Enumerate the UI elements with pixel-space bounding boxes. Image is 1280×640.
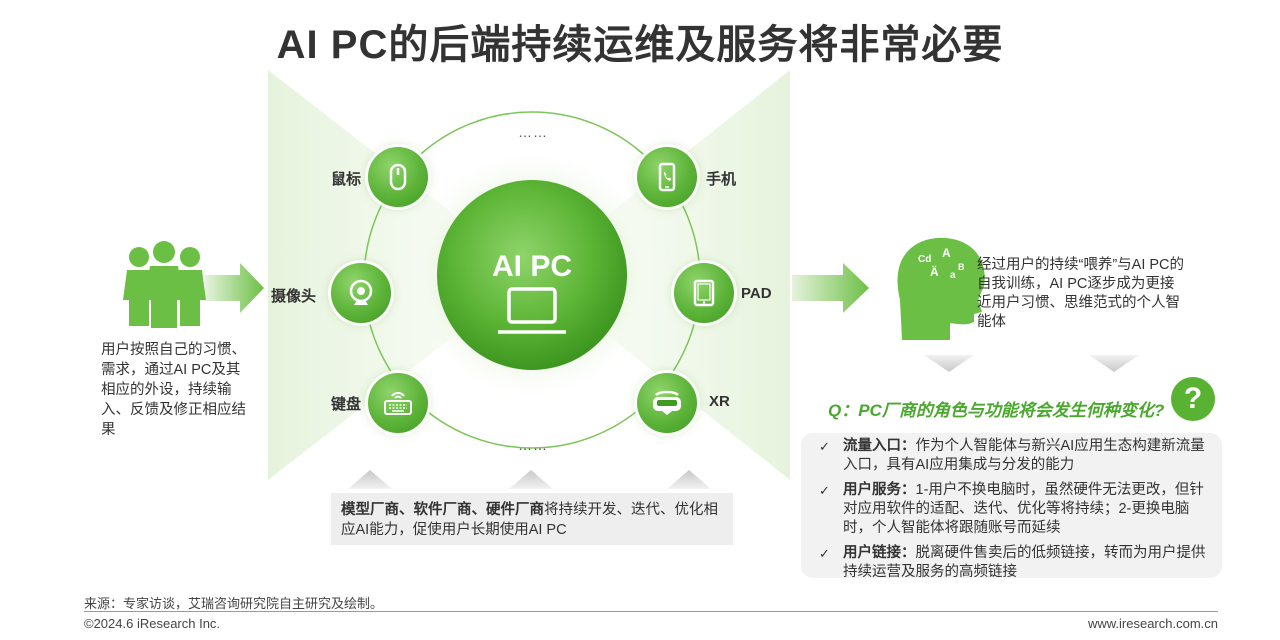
right-arrow xyxy=(792,263,869,313)
up-arrow-1 xyxy=(348,470,392,489)
phone-node xyxy=(637,147,697,207)
mouse-node xyxy=(368,147,428,207)
vendor-box xyxy=(331,493,733,545)
agent-description: 经过用户的持续“喂养”与AI PC的自我训练，AI PC逐步成为更接近用户习惯、… xyxy=(977,257,1185,330)
svg-text:A: A xyxy=(942,246,951,260)
keyboard-icon xyxy=(384,392,412,415)
vendor-rest: 将持续开发、迭代、优化相应AI能力，促使用户长期使用AI PC xyxy=(341,502,718,538)
answer-text: 1-用户不换电脑时，虽然硬件无法更改，但针对应用软件的适配、迭代、优化等将持续；… xyxy=(843,482,1204,536)
svg-text:Ä: Ä xyxy=(930,264,939,279)
mouse-label: 鼠标 xyxy=(331,171,362,188)
up-arrow-2 xyxy=(509,470,553,489)
question-mark-icon: ? xyxy=(1171,377,1215,421)
user-description: 用户按照自己的习惯、需求，通过AI PC及其相应的外设，持续输入、反馈及修正相应… xyxy=(101,342,246,438)
answer-item-traffic: ✓ 流量入口：作为个人智能体与新兴AI应用生态构建新流量入口，具有AI应用集成与… xyxy=(819,437,1209,475)
check-icon: ✓ xyxy=(819,483,830,498)
right-beam xyxy=(532,70,790,480)
answer-item-link: ✓ 用户链接：脱离硬件售卖后的低频链接，转而为用户提供持续运营及服务的高频链接 xyxy=(819,544,1209,582)
webcam-icon xyxy=(349,279,373,305)
svg-text:Cd: Cd xyxy=(918,254,931,265)
keyboard-node xyxy=(368,373,428,433)
answer-title: 用户服务： xyxy=(843,482,916,498)
mouse-icon xyxy=(389,163,407,191)
camera-node xyxy=(331,263,391,323)
pad-node xyxy=(674,263,734,323)
down-arrow-right xyxy=(1089,355,1139,372)
footer-divider xyxy=(84,611,1218,612)
center-label: AI PC xyxy=(491,250,572,283)
answer-title: 用户链接： xyxy=(843,545,916,561)
page-title: AI PC的后端持续运维及服务将非常必要 xyxy=(276,23,1004,67)
up-arrow-3 xyxy=(667,470,711,489)
phone-label: 手机 xyxy=(706,171,737,188)
answer-item-service: ✓ 用户服务：1-用户不换电脑时，虽然硬件无法更改，但针对应用软件的适配、迭代、… xyxy=(819,481,1209,538)
check-icon: ✓ xyxy=(819,546,830,561)
source-note: 来源：专家访谈，艾瑞咨询研究院自主研究及绘制。 xyxy=(84,596,384,611)
left-beam xyxy=(268,70,532,480)
left-arrow xyxy=(205,263,264,313)
keyboard-label: 键盘 xyxy=(331,396,362,413)
smartphone-icon xyxy=(658,162,676,192)
camera-label: 摄像头 xyxy=(271,288,317,305)
question-text: Q：PC厂商的角色与功能将会发生何种变化? xyxy=(828,401,1165,420)
svg-text:a: a xyxy=(950,270,956,281)
answer-text: 作为个人智能体与新兴AI应用生态构建新流量入口，具有AI应用集成与分发的能力 xyxy=(843,438,1205,473)
down-arrow-left xyxy=(924,355,974,372)
vr-headset-icon xyxy=(653,390,681,415)
tablet-icon xyxy=(693,279,715,307)
answer-title: 流量入口： xyxy=(843,438,916,454)
users-icon xyxy=(123,241,206,328)
ai-head-icon: Cd A Ä a B xyxy=(897,237,985,340)
xr-node xyxy=(637,373,697,433)
pad-label: PAD xyxy=(741,285,772,302)
bottom-dots: …… xyxy=(518,437,548,453)
copyright: ©2024.6 iResearch Inc. xyxy=(84,616,221,631)
xr-label: XR xyxy=(709,393,730,410)
website-link[interactable]: www.iresearch.com.cn xyxy=(1087,616,1218,631)
laptop-icon xyxy=(498,287,566,334)
vendor-bold: 模型厂商、软件厂商、硬件厂商 xyxy=(341,502,544,518)
vendor-text: 模型厂商、软件厂商、硬件厂商将持续开发、迭代、优化相应AI能力，促使用户长期使用… xyxy=(341,500,726,540)
svg-text:B: B xyxy=(958,262,965,272)
center-core xyxy=(437,180,627,370)
top-dots: …… xyxy=(518,124,548,140)
check-icon: ✓ xyxy=(819,439,830,454)
answer-text: 脱离硬件售卖后的低频链接，转而为用户提供持续运营及服务的高频链接 xyxy=(843,545,1206,580)
answer-box xyxy=(801,433,1222,578)
